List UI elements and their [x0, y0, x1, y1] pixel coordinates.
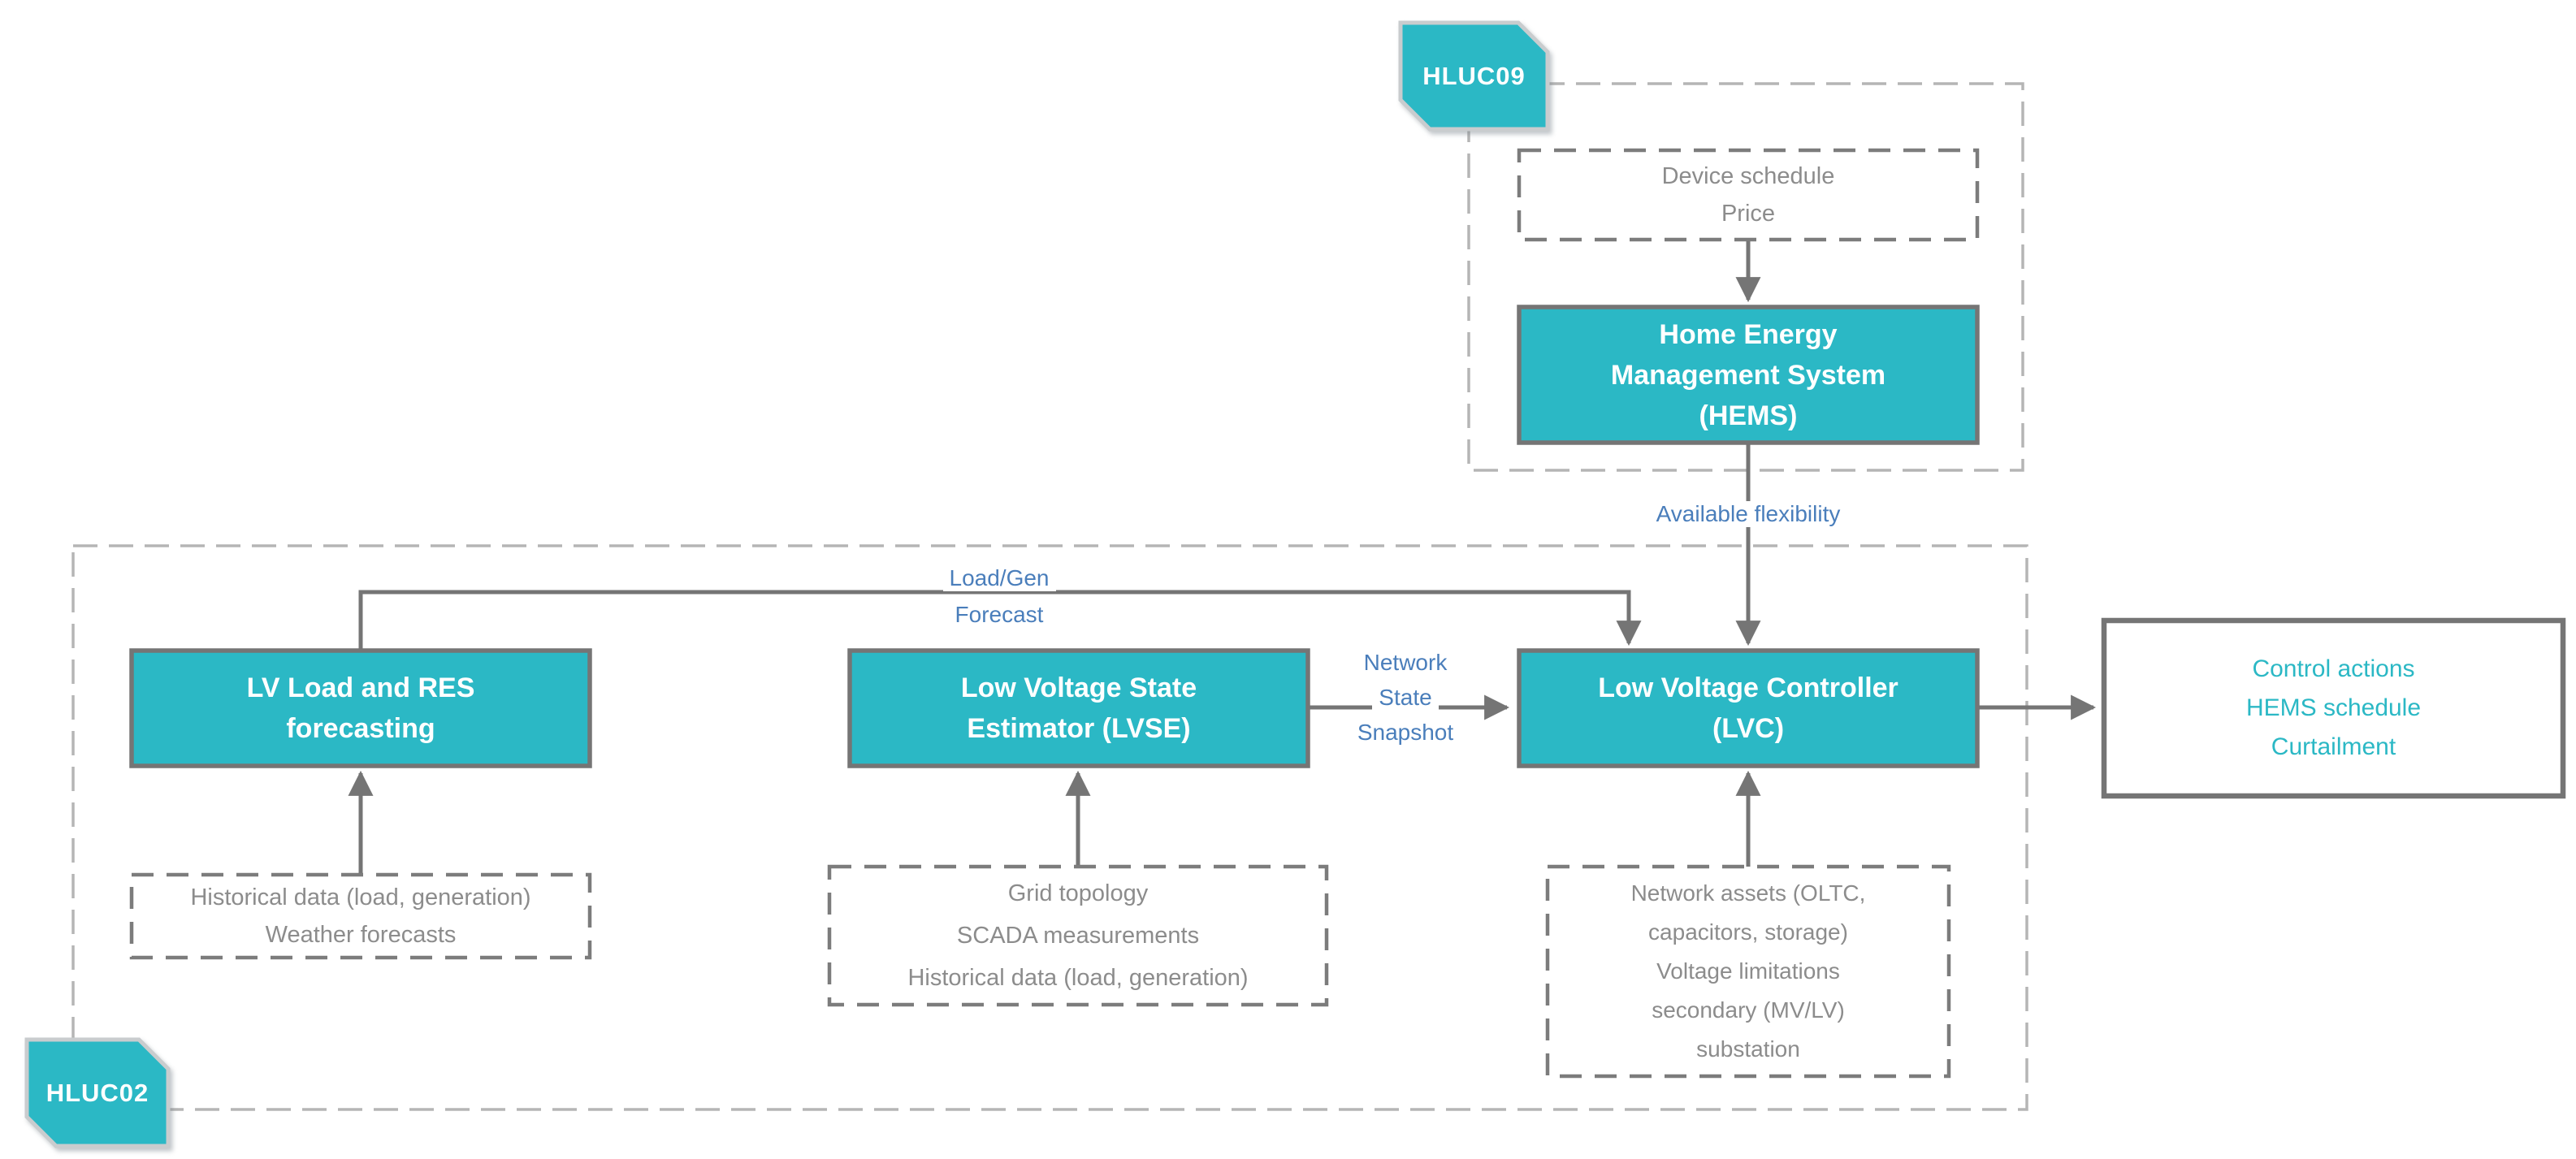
load-gen-forecast-label: Forecast	[898, 599, 1101, 630]
hluc02-tag-label: HLUC02	[45, 1078, 149, 1107]
lvse-inputs-box: Grid topology SCADA measurements Histori…	[829, 867, 1327, 1005]
lvse-inputs-line: Grid topology	[1007, 880, 1149, 906]
lv-load-line: forecasting	[286, 713, 435, 744]
outputs-line: Curtailment	[2271, 733, 2396, 760]
lvc-inputs-line: substation	[1696, 1036, 1800, 1062]
lvse-box-shape	[847, 648, 1310, 768]
network-state-snapshot-label: State	[1332, 682, 1478, 713]
hluc02-container-outline	[71, 544, 2028, 1111]
lvse-line: Estimator (LVSE)	[967, 713, 1191, 744]
lvse-inputs-line: Historical data (load, generation)	[907, 965, 1249, 991]
hems-box-shape	[1517, 305, 1980, 445]
lv-load-inputs-line: Weather forecasts	[265, 922, 457, 948]
outputs-line: Control actions	[2252, 655, 2415, 682]
lv-load-forecasting-box-shape	[129, 648, 592, 768]
hems-box-label: Home Energy Management System (HEMS)	[1519, 307, 1977, 443]
hluc02-tag-shape	[24, 1037, 171, 1148]
network-state-snapshot-label: Network	[1332, 647, 1478, 678]
device-inputs-box-outline	[1517, 148, 1980, 242]
lvse-line: Low Voltage State	[960, 672, 1197, 703]
lv-load-inputs-box-outline	[129, 872, 592, 960]
lvc-inputs-line: capacitors, storage)	[1648, 919, 1848, 945]
lvse-inputs-box-outline	[827, 864, 1329, 1007]
lv-load-forecasting-box-label: LV Load and RES forecasting	[132, 651, 590, 766]
hems-line: Management System	[1610, 359, 1886, 391]
lvc-box-label: Low Voltage Controller (LVC)	[1519, 651, 1977, 766]
device-inputs-line: Price	[1721, 201, 1776, 227]
outputs-box: Control actions HEMS schedule Curtailmen…	[2104, 621, 2563, 796]
lvc-inputs-line: secondary (MV/LV)	[1652, 997, 1845, 1023]
device-inputs-box: Device schedule Price	[1519, 150, 1977, 240]
lvc-inputs-box: Network assets (OLTC, capacitors, storag…	[1548, 867, 1949, 1076]
lvse-box-label: Low Voltage State Estimator (LVSE)	[850, 651, 1308, 766]
hluc09-container-outline	[1467, 82, 2024, 472]
hems-line: Home Energy	[1659, 318, 1838, 350]
lvc-line: (LVC)	[1712, 713, 1785, 744]
lvc-line: Low Voltage Controller	[1598, 672, 1898, 703]
load-gen-forecast-label: Load/Gen	[898, 563, 1101, 594]
hluc09-tag-label: HLUC09	[1422, 61, 1526, 90]
lv-load-line: LV Load and RES	[246, 672, 475, 703]
hems-line: (HEMS)	[1699, 400, 1798, 431]
edge-lvload-to-lvc	[358, 590, 1642, 651]
lvc-inputs-box-outline	[1545, 864, 1951, 1079]
lvse-inputs-line: SCADA measurements	[956, 923, 1200, 949]
available-flexibility-label: Available flexibility	[1626, 498, 1870, 530]
lvc-inputs-line: Voltage limitations	[1656, 958, 1840, 984]
outputs-box-shape	[2101, 617, 2566, 799]
hluc09-tag-shape	[1398, 20, 1550, 132]
lv-load-inputs-box: Historical data (load, generation) Weath…	[132, 875, 590, 958]
lvc-inputs-line: Network assets (OLTC,	[1630, 880, 1866, 906]
device-inputs-line: Device schedule	[1661, 163, 1835, 189]
lvc-box-shape	[1517, 648, 1980, 768]
outputs-line: HEMS schedule	[2245, 694, 2422, 721]
network-state-snapshot-label: Snapshot	[1332, 717, 1478, 748]
lv-load-inputs-line: Historical data (load, generation)	[190, 884, 531, 910]
